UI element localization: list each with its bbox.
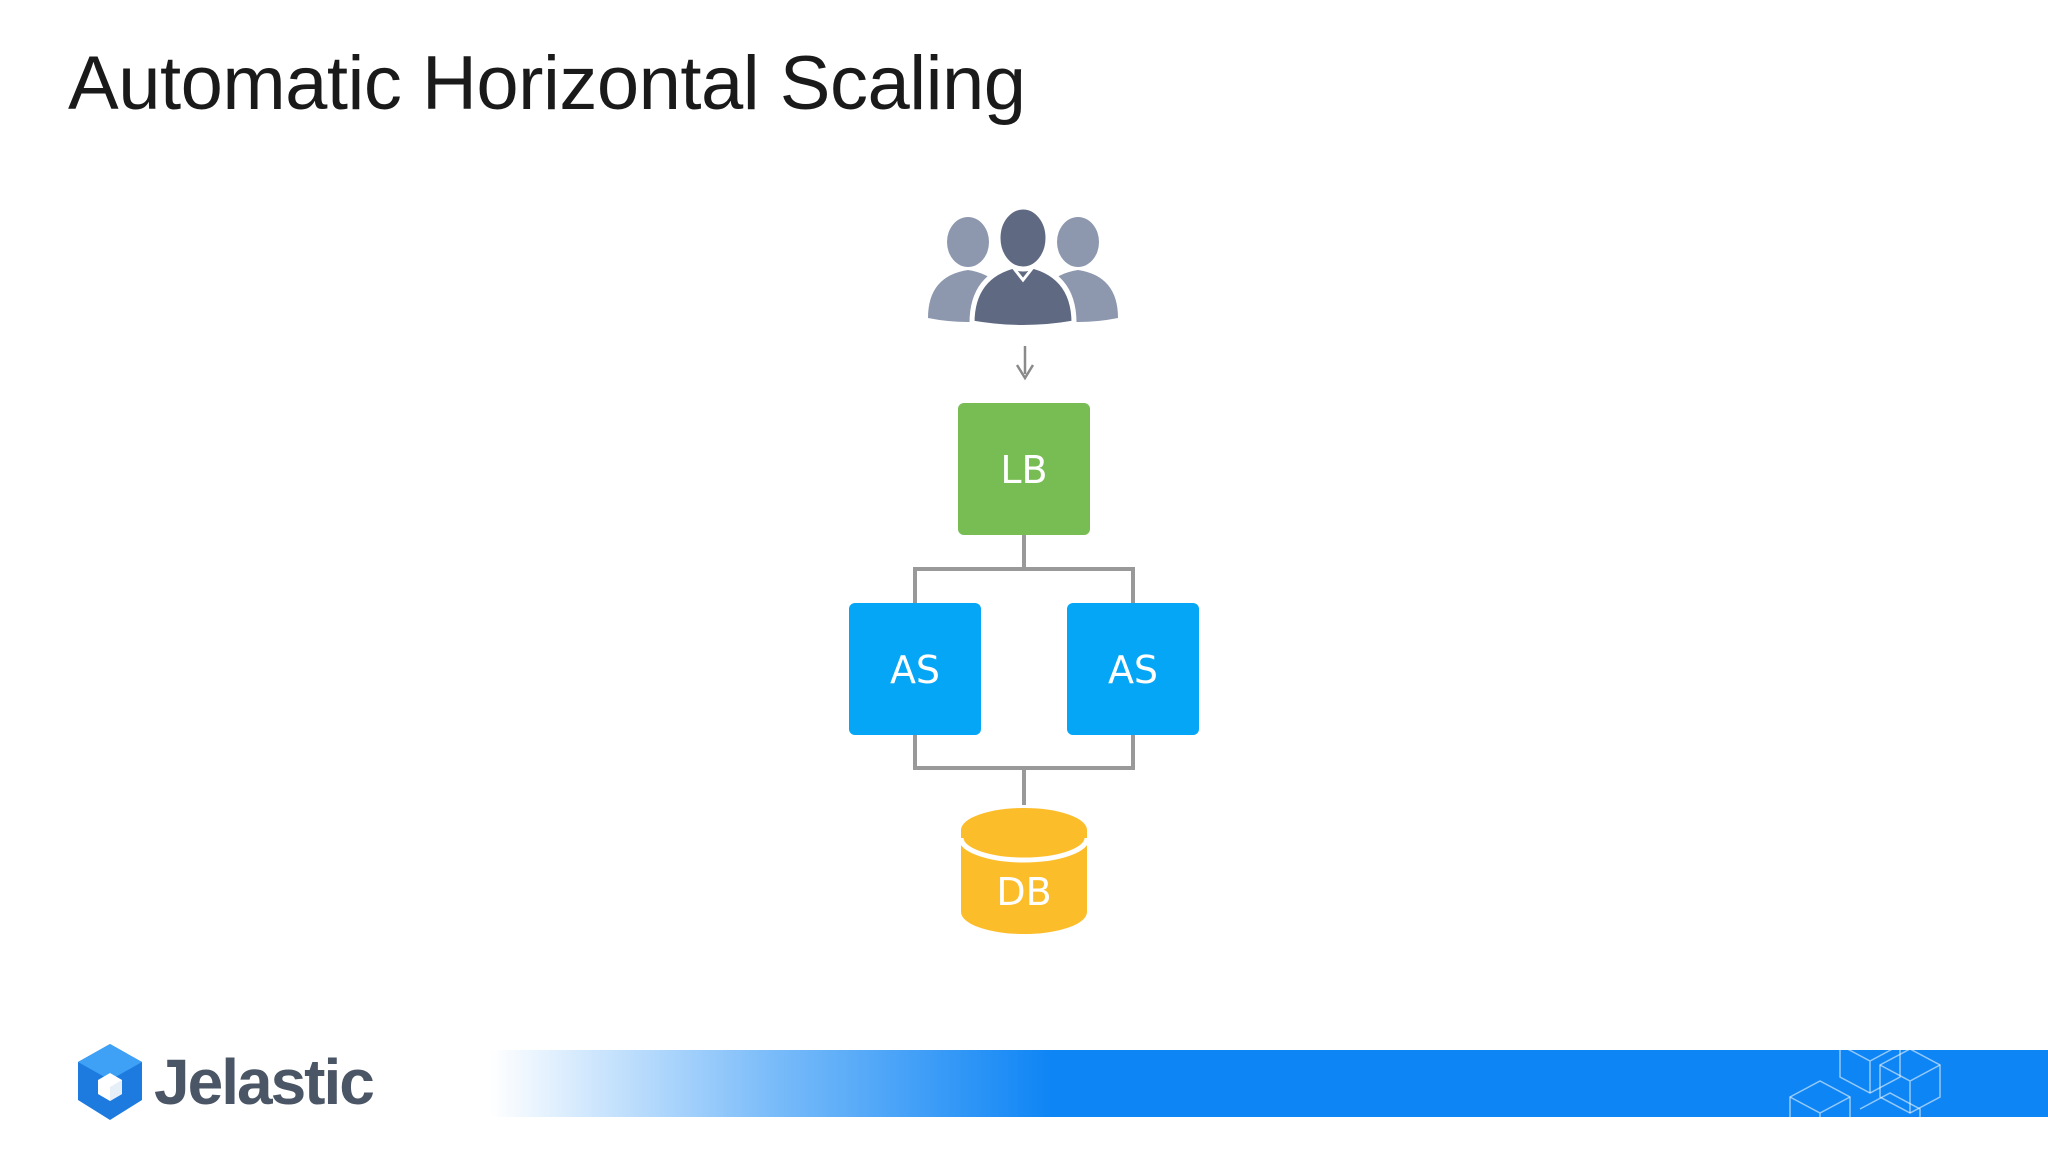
as-left-label: AS	[890, 648, 940, 692]
slide-title: Automatic Horizontal Scaling	[68, 41, 1026, 126]
footer-bar	[490, 1050, 2048, 1117]
as-right-label: AS	[1108, 648, 1158, 692]
database-node: DB	[958, 808, 1090, 934]
load-balancer-node: LB	[958, 403, 1090, 535]
jelastic-logo: Jelastic	[76, 1042, 375, 1122]
logo-text: Jelastic	[154, 1046, 375, 1118]
app-server-node-right: AS	[1067, 603, 1199, 735]
down-arrow-icon	[1015, 346, 1035, 381]
db-label: DB	[996, 870, 1051, 914]
scaling-diagram: LB AS AS DB	[849, 204, 1199, 934]
app-server-node-left: AS	[849, 603, 981, 735]
jelastic-cube-icon	[78, 1044, 142, 1120]
connector-lines	[913, 534, 1135, 805]
cubes-decoration-icon	[1789, 1028, 1941, 1152]
lb-label: LB	[1000, 448, 1047, 492]
users-group-icon	[928, 204, 1118, 330]
